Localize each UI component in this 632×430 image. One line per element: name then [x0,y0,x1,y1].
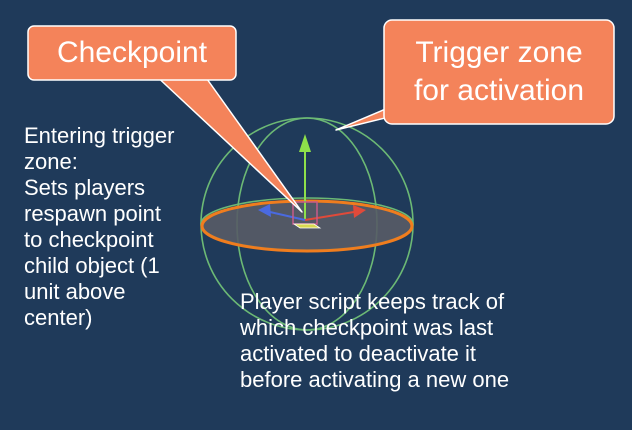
trigger-description-line: child object (1 [24,253,160,278]
gizmo-x-arrow [353,205,366,218]
gizmo-z-arrow [258,204,271,217]
gizmo-x-axis [304,211,355,221]
trigger-description-line: unit above [24,279,126,304]
player-script-line: activated to deactivate it [240,341,477,366]
player-script-line: which checkpoint was last [240,315,494,340]
player-script-description: Player script keeps track of which check… [240,289,620,393]
checkpoint-callout [27,25,303,213]
player-script-line: Player script keeps track of [240,289,505,314]
trigger-callout-box [383,19,615,125]
trigger-description-line: respawn point [24,201,161,226]
gizmo-plane-handle [292,223,322,229]
trigger-description-line: to checkpoint [24,227,154,252]
gizmo-y-arrow [299,134,311,152]
trigger-description-line: Entering trigger [24,123,175,148]
trigger-description-line: center) [24,305,93,330]
trigger-description: Entering trigger zone: Sets players resp… [24,123,224,331]
gizmo-z-axis [269,211,306,221]
trigger-callout-label: Trigger zone for activation [413,36,585,107]
trigger-description-line: Sets players [24,175,146,200]
checkpoint-callout-box [27,25,237,81]
checkpoint-callout-label: Checkpoint [56,36,208,69]
trigger-description-line: zone: [24,149,78,174]
transform-gizmo-icon [258,134,366,229]
trigger-callout [335,19,615,131]
player-script-line: before activating a new one [240,367,510,392]
